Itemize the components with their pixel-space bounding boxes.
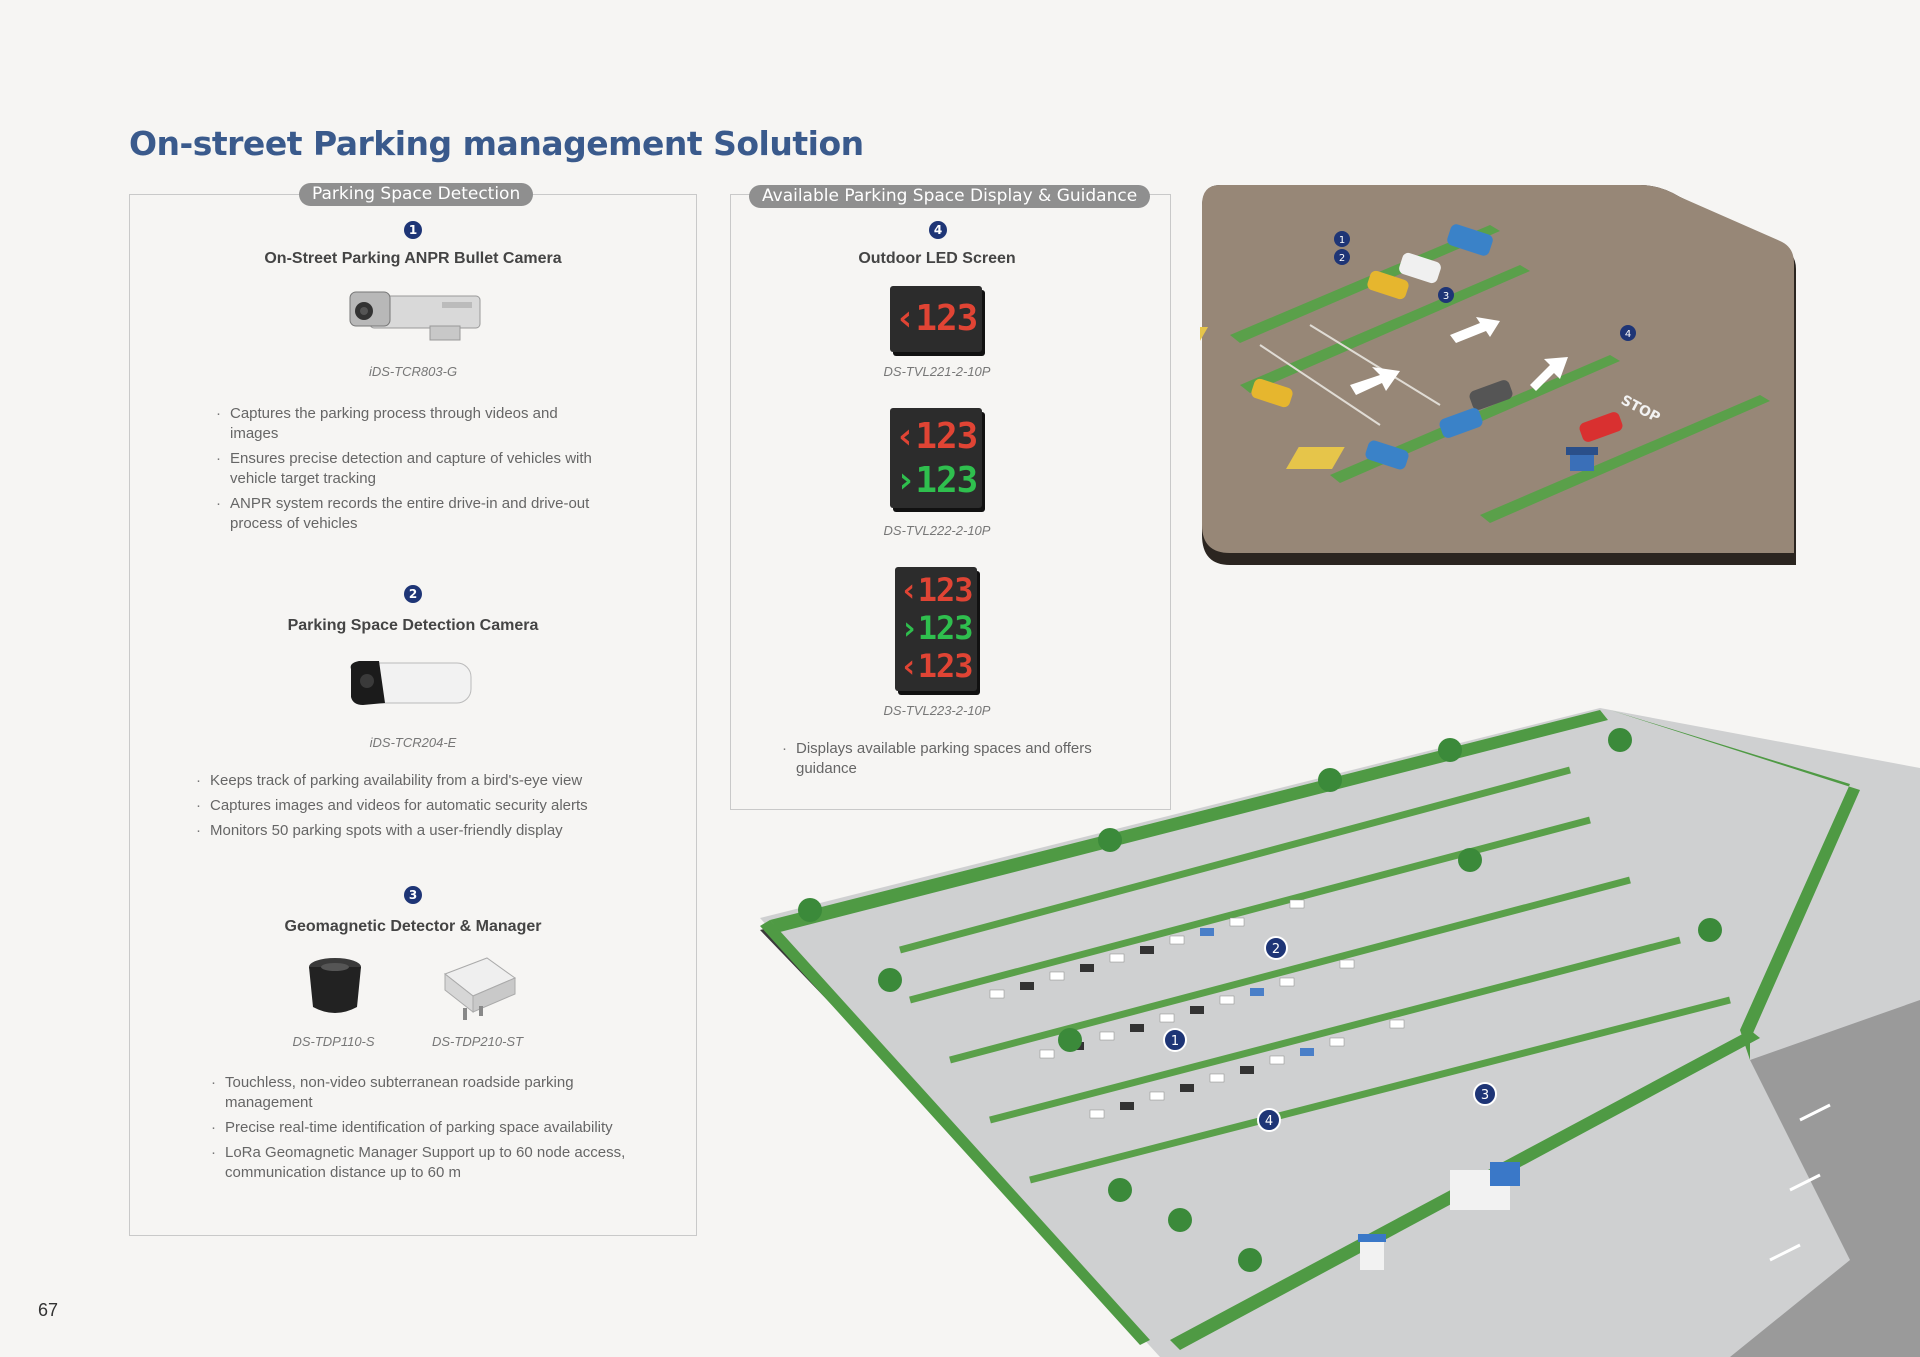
display-section-label: Available Parking Space Display & Guidan… — [749, 185, 1151, 208]
page-number: 67 — [38, 1300, 59, 1320]
feature-item: Captures the parking process through vid… — [216, 404, 606, 444]
street-parking-illustration: STOP 1 2 3 4 — [1200, 185, 1796, 565]
arrow-left-icon: ‹ — [894, 416, 917, 457]
product-title-geomagnetic: Geomagnetic Detector & Manager — [284, 918, 542, 935]
arrow-left-icon: ‹ — [899, 571, 918, 609]
feature-item: Touchless, non-video subterranean roadsi… — [211, 1073, 631, 1113]
geomagnetic-manager-image — [443, 957, 517, 1020]
illustration-marker-3: 3 — [1438, 287, 1454, 303]
product-title-led-screen: Outdoor LED Screen — [858, 250, 1016, 267]
led-screen-double: ‹123 ›123 — [890, 408, 982, 508]
svg-text:1: 1 — [1339, 235, 1345, 246]
feature-item: LoRa Geomagnetic Manager Support up to 6… — [211, 1143, 631, 1183]
svg-text:2: 2 — [1272, 942, 1280, 957]
led-count: 123 — [915, 298, 978, 339]
product-title-anpr-camera: On-Street Parking ANPR Bullet Camera — [264, 250, 562, 267]
led-count: 123 — [917, 609, 974, 647]
marker-1: 1 — [404, 221, 422, 239]
svg-text:1: 1 — [1171, 1034, 1179, 1049]
arrow-right-icon: › — [894, 460, 917, 501]
led-screen-features: Displays available parking spaces and of… — [782, 739, 1112, 784]
feature-item: Ensures precise detection and capture of… — [216, 449, 606, 489]
illustration-marker-2: 2 — [1334, 249, 1350, 265]
parking-lot-illustration: 1 2 3 4 — [760, 708, 1920, 1357]
product-title-detection-camera: Parking Space Detection Camera — [287, 617, 539, 634]
page-title: On-street Parking management Solution — [129, 124, 864, 163]
detection-camera-features: Keeps track of parking availability from… — [196, 771, 656, 846]
led-count: 123 — [917, 647, 974, 685]
feature-item: Precise real-time identification of park… — [211, 1118, 631, 1138]
led-count: 123 — [915, 460, 978, 501]
led-screen-single: ‹123 — [890, 286, 982, 352]
model-ds-tvl223: DS-TVL223-2-10P — [883, 703, 991, 718]
marker-4: 4 — [929, 221, 947, 239]
geomagnetic-features: Touchless, non-video subterranean roadsi… — [211, 1073, 631, 1188]
feature-item: Displays available parking spaces and of… — [782, 739, 1112, 779]
svg-text:4: 4 — [1625, 329, 1631, 340]
feature-item: Monitors 50 parking spots with a user-fr… — [196, 821, 656, 841]
anpr-camera-features: Captures the parking process through vid… — [216, 404, 606, 539]
marker-3: 3 — [404, 886, 422, 904]
lot-marker-3: 3 — [1473, 1082, 1497, 1106]
model-ds-tvl222: DS-TVL222-2-10P — [883, 523, 991, 538]
illustration-marker-1: 1 — [1334, 231, 1350, 247]
model-ids-tcr803-g: iDS-TCR803-G — [368, 364, 458, 379]
lot-marker-4: 4 — [1257, 1108, 1281, 1132]
geomagnetic-detector-image — [309, 958, 361, 1013]
arrow-right-icon: › — [899, 609, 918, 647]
model-ds-tvl221: DS-TVL221-2-10P — [883, 364, 991, 379]
anpr-camera-image — [349, 291, 481, 341]
svg-text:4: 4 — [1265, 1114, 1273, 1129]
detection-camera-image — [350, 661, 472, 705]
svg-text:3: 3 — [1443, 291, 1449, 302]
svg-text:3: 3 — [1481, 1088, 1489, 1103]
lot-marker-1: 1 — [1163, 1028, 1187, 1052]
led-count: 123 — [915, 416, 978, 457]
model-ids-tcr204-e: iDS-TCR204-E — [369, 735, 457, 750]
marker-2: 2 — [404, 585, 422, 603]
model-ds-tdp110-s: DS-TDP110-S — [292, 1034, 375, 1049]
led-screen-triple: ‹123 ›123 ‹123 — [895, 567, 977, 691]
feature-item: Captures images and videos for automatic… — [196, 796, 656, 816]
feature-item: Keeps track of parking availability from… — [196, 771, 656, 791]
detection-section-label: Parking Space Detection — [299, 183, 534, 206]
feature-item: ANPR system records the entire drive-in … — [216, 494, 606, 534]
model-ds-tdp210-st: DS-TDP210-ST — [431, 1034, 524, 1049]
arrow-left-icon: ‹ — [899, 647, 918, 685]
illustration-marker-4: 4 — [1620, 325, 1636, 341]
arrow-left-icon: ‹ — [894, 298, 917, 339]
lot-marker-2: 2 — [1264, 936, 1288, 960]
led-count: 123 — [917, 571, 974, 609]
svg-text:2: 2 — [1339, 253, 1345, 264]
